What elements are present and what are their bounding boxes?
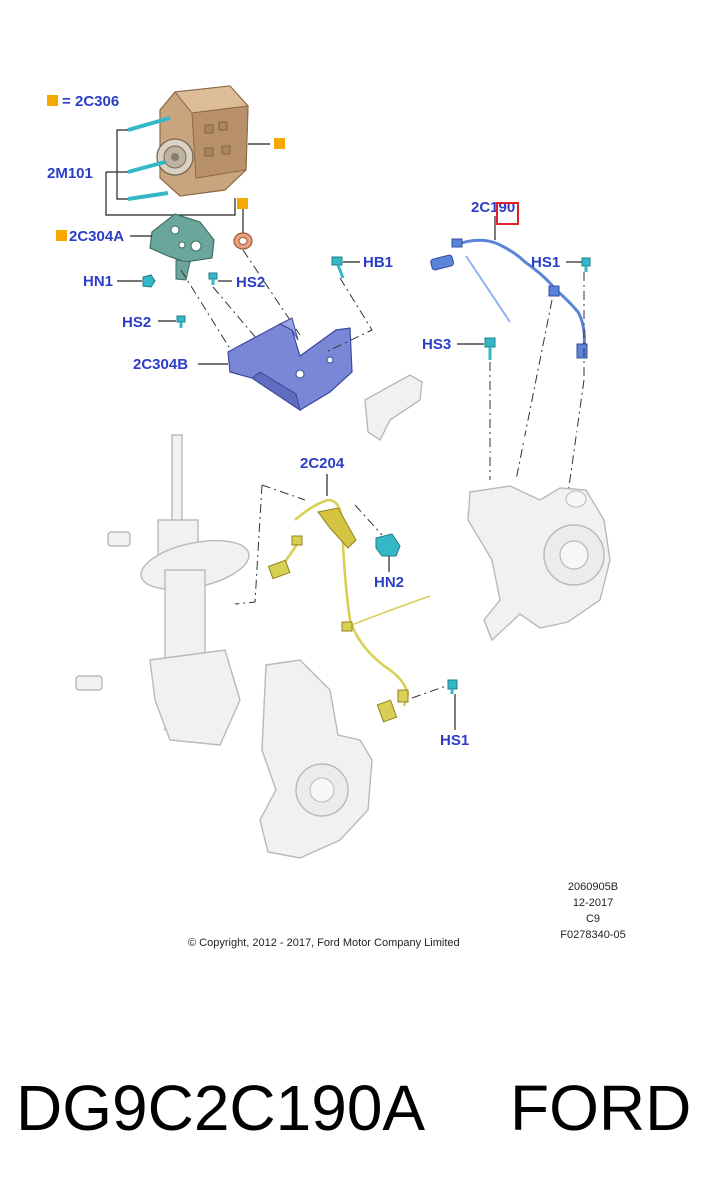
label-hn1: HN1 bbox=[83, 273, 113, 290]
bracket-icon bbox=[149, 213, 215, 281]
copyright-notice: © Copyright, 2012 - 2017, Ford Motor Com… bbox=[188, 937, 460, 949]
knuckle-icon bbox=[467, 485, 611, 642]
legend-marker-grommet bbox=[237, 198, 248, 209]
label-hs2-lower: HS2 bbox=[122, 314, 151, 331]
legend-equals: = bbox=[62, 93, 71, 110]
legend-marker-abs bbox=[274, 138, 285, 149]
label-2c190: 2C190 bbox=[471, 199, 515, 216]
bolt-icon bbox=[127, 116, 171, 201]
highlight-box bbox=[496, 202, 519, 225]
label-hn2: HN2 bbox=[374, 574, 404, 591]
legend-code-2c306: 2C306 bbox=[75, 93, 119, 110]
label-2c304a: 2C304A bbox=[69, 228, 124, 245]
label-hs3: HS3 bbox=[422, 336, 451, 353]
drawing-date: 12-2017 bbox=[573, 897, 613, 909]
drawing-revision: C9 bbox=[586, 913, 600, 925]
label-2m101: 2M101 bbox=[47, 165, 93, 182]
bracket-icon bbox=[227, 317, 353, 412]
label-hb1: HB1 bbox=[363, 254, 393, 271]
knuckle-icon bbox=[259, 659, 373, 859]
bolt-icon bbox=[447, 679, 458, 694]
bolt-icon bbox=[484, 337, 496, 360]
sensor-harness-icon bbox=[267, 498, 431, 723]
grommet-icon bbox=[233, 232, 253, 250]
label-hs2-upper: HS2 bbox=[236, 274, 265, 291]
legend-marker bbox=[47, 95, 58, 106]
bolt-icon bbox=[176, 315, 186, 328]
drawing-reference: F0278340-05 bbox=[560, 929, 625, 941]
sensor-harness-icon bbox=[430, 238, 588, 359]
label-2c304b: 2C304B bbox=[133, 356, 188, 373]
bolt-icon bbox=[581, 257, 591, 272]
drawing-code: 2060905B bbox=[568, 881, 618, 893]
strut-icon bbox=[75, 434, 250, 746]
abs-module-icon bbox=[156, 85, 250, 197]
brand-name: FORD bbox=[510, 1072, 691, 1144]
label-2c204: 2C204 bbox=[300, 455, 345, 472]
part-number: DG9C2C190A bbox=[16, 1072, 425, 1144]
bolt-icon bbox=[331, 256, 345, 279]
hose-bracket-icon bbox=[364, 374, 599, 454]
label-hs1-upper: HS1 bbox=[531, 254, 560, 271]
legend-marker-2c304a bbox=[56, 230, 67, 241]
nut-icon bbox=[142, 274, 156, 288]
nut-icon bbox=[375, 533, 401, 557]
bolt-icon bbox=[208, 272, 218, 285]
label-hs1-lower: HS1 bbox=[440, 732, 469, 749]
